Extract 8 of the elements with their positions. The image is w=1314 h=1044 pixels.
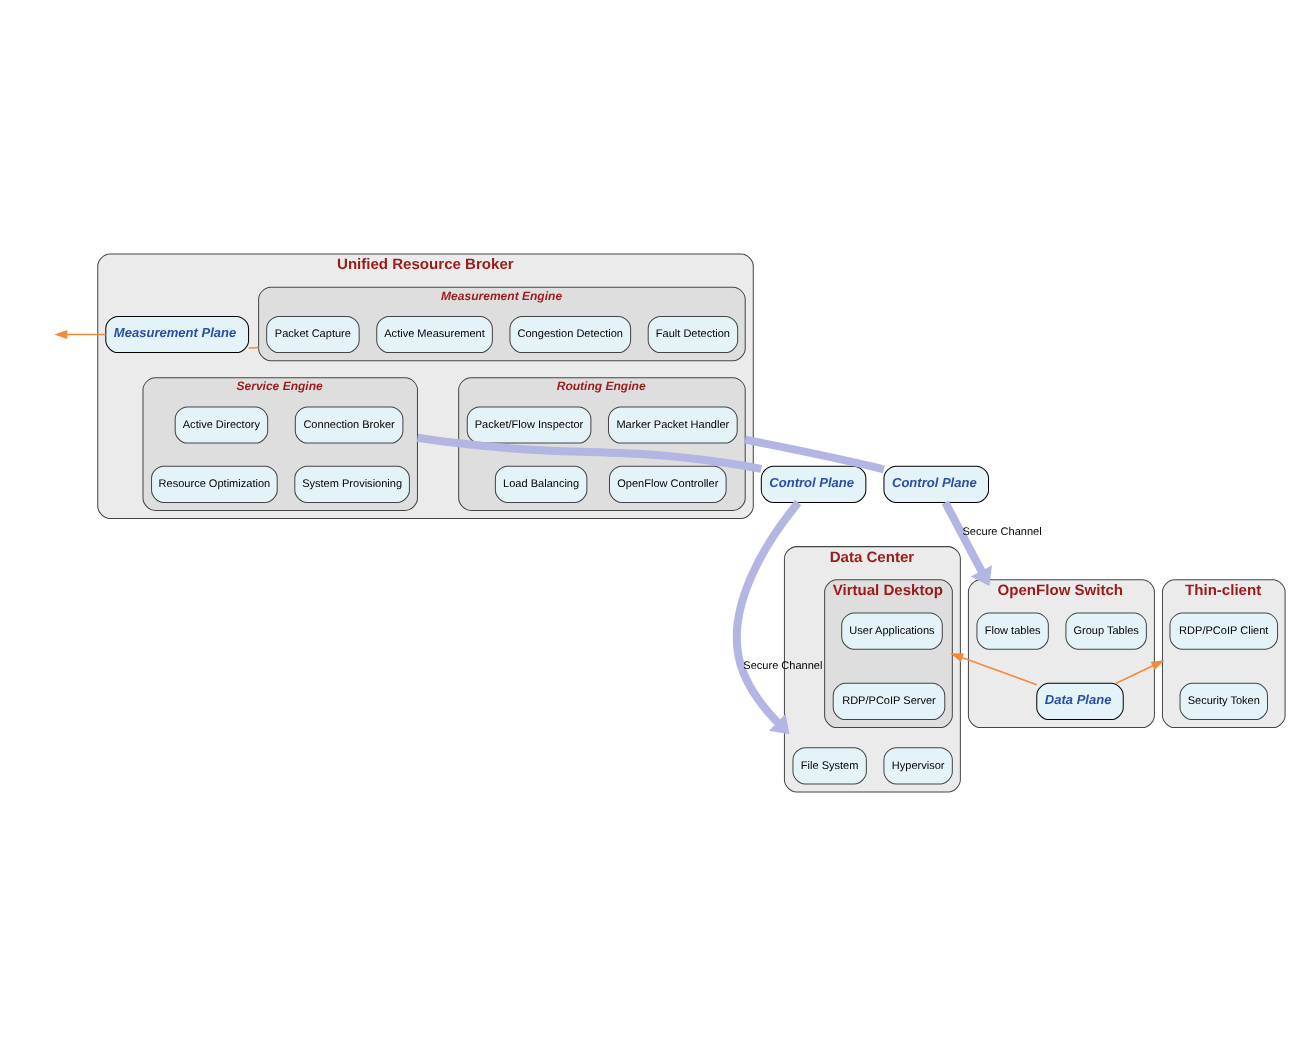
arrow (731, 499, 801, 734)
connector (247, 345, 259, 348)
arrow (53, 328, 106, 339)
connector (743, 434, 884, 473)
arrow (949, 652, 1037, 685)
arrow (1114, 659, 1164, 683)
connector (415, 432, 762, 472)
arrow (940, 499, 991, 585)
